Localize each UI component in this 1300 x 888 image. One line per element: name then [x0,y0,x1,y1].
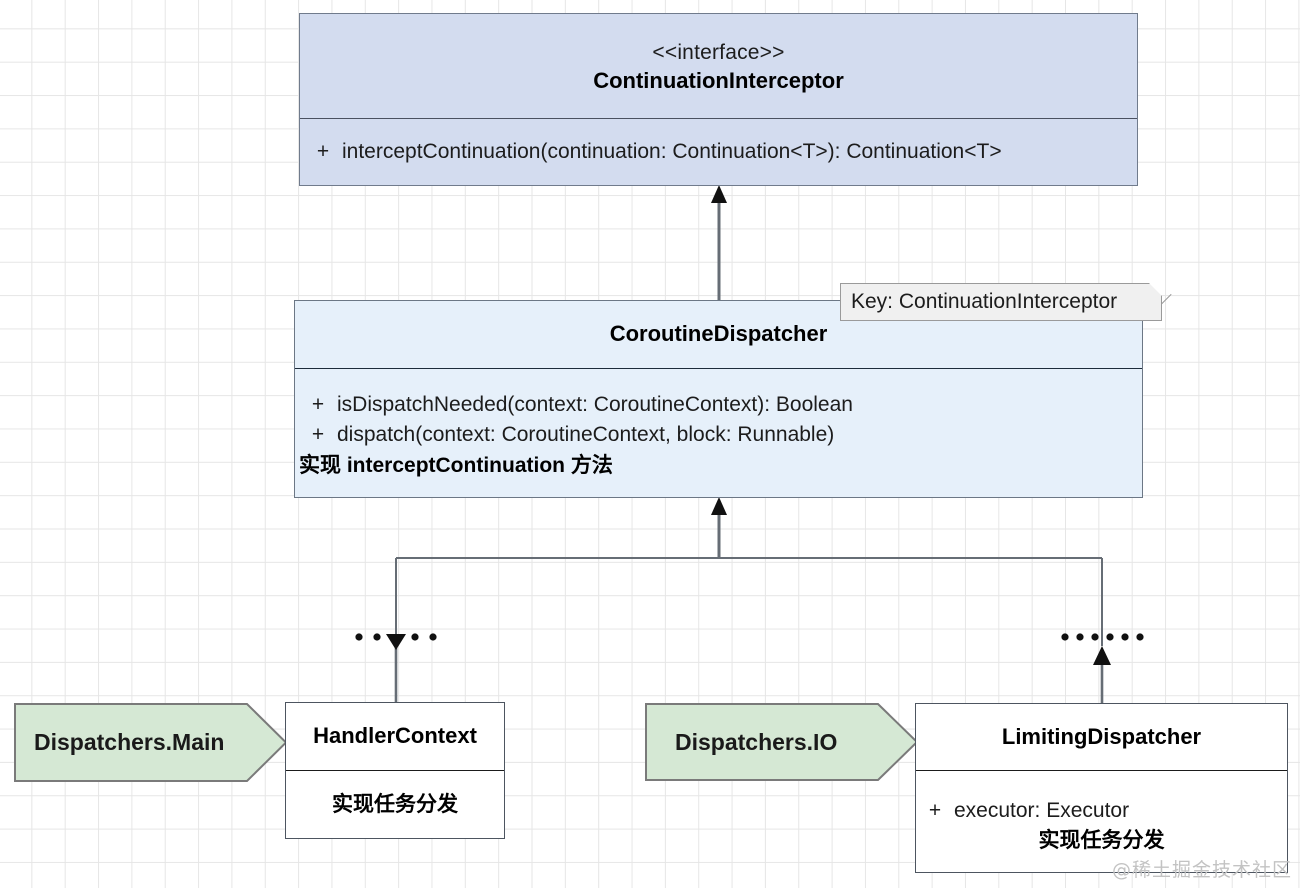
member-signature: interceptContinuation(continuation: Cont… [342,139,1002,163]
class-header-limitingdispatcher: LimitingDispatcher [916,704,1287,770]
callout-dispatchers-io[interactable]: Dispatchers.IO [645,703,919,781]
visibility-marker: + [316,139,330,163]
class-box-limitingdispatcher[interactable]: LimitingDispatcher + executor: Executor … [915,703,1288,873]
class-members-limitingdispatcher: + executor: Executor 实现任务分发 [916,770,1287,872]
member-row: + executor: Executor [916,796,1287,826]
annotation-implements-interceptcontinuation: 实现 interceptContinuation 方法 [299,453,613,477]
member-signature: isDispatchNeeded(context: CoroutineConte… [337,393,853,417]
visibility-marker: + [311,393,325,417]
watermark: @稀土掘金技术社区 [1111,859,1292,881]
class-members-continuationinterceptor: + interceptContinuation(continuation: Co… [300,117,1137,185]
callout-label: Dispatchers.Main [34,729,225,755]
connector-handlercontext-branch [355,633,437,702]
class-header-coroutinedispatcher: CoroutineDispatcher [295,301,1142,368]
callout-dispatchers-main[interactable]: Dispatchers.Main [14,703,288,782]
class-name-handlercontext: HandlerContext [313,723,477,749]
note-key-text: Key: ContinuationInterceptor [851,290,1118,313]
class-name-continuationinterceptor: ContinuationInterceptor [593,67,844,93]
annotation-task-dispatch: 实现任务分发 [1038,829,1165,853]
connector-inheritance-bus [395,497,1103,646]
member-row: + interceptContinuation(continuation: Co… [304,137,1137,167]
member-signature: executor: Executor [954,798,1130,822]
annotation-task-dispatch: 实现任务分发 [332,792,458,816]
class-name-coroutinedispatcher: CoroutineDispatcher [609,321,828,347]
class-box-coroutinedispatcher[interactable]: CoroutineDispatcher + isDispatchNeeded(c… [294,300,1143,498]
note-key-continuationinterceptor[interactable]: Key: ContinuationInterceptor [840,283,1172,321]
callout-label: Dispatchers.IO [675,728,838,755]
class-header-handlercontext: HandlerContext [286,703,504,770]
visibility-marker: + [928,798,942,822]
class-members-coroutinedispatcher: + isDispatchNeeded(context: CoroutineCon… [295,368,1142,497]
connector-dispatcher-to-interface [711,185,727,300]
chevron-shape-icon [645,703,919,781]
note-fold-corner-icon [1151,284,1172,305]
member-row: + dispatch(context: CoroutineContext, bl… [299,420,1142,450]
class-box-handlercontext[interactable]: HandlerContext 实现任务分发 [285,702,505,839]
member-row: + isDispatchNeeded(context: CoroutineCon… [299,390,1142,420]
class-members-handlercontext: 实现任务分发 [286,770,504,838]
class-header-continuationinterceptor: <<interface>> ContinuationInterceptor [300,14,1137,118]
connector-limitingdispatcher-branch [1061,633,1144,703]
class-name-limitingdispatcher: LimitingDispatcher [1001,723,1202,749]
chevron-shape-icon [14,703,288,782]
class-box-continuationinterceptor[interactable]: <<interface>> ContinuationInterceptor + … [299,13,1138,186]
member-signature: dispatch(context: CoroutineContext, bloc… [337,423,835,447]
stereotype-label: <<interface>> [652,41,785,65]
visibility-marker: + [311,423,325,447]
